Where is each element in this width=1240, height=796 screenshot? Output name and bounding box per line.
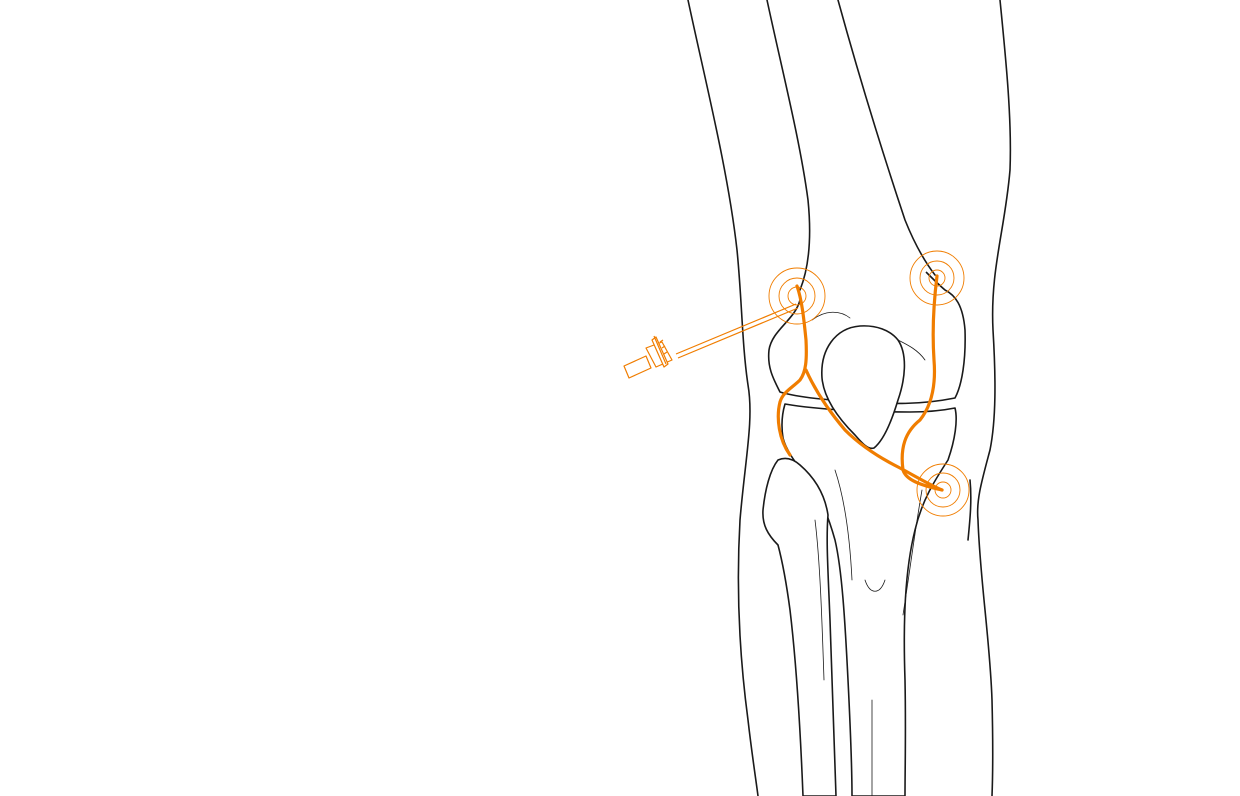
needle-wing [653, 335, 668, 365]
fibula-head [762, 457, 837, 796]
leg-inner-crease-left [766, 0, 811, 291]
skin-fold-right [967, 479, 972, 541]
tibia-interior-line [834, 469, 853, 581]
superolateral-genicular-nerve [900, 274, 944, 492]
fibula-detail [814, 519, 825, 681]
superomedial-genicular-nerve [776, 284, 808, 457]
femur-condyle-detail [811, 311, 851, 321]
needle-shaft [675, 303, 799, 359]
target-ring-superomedial [768, 267, 826, 325]
leg-outline-right [976, 0, 1012, 796]
leg-inner-crease-right [837, 0, 936, 276]
needle-icon [623, 303, 799, 379]
target-ring-inferomedial [916, 463, 970, 517]
tibia-interior-line-right [902, 489, 923, 616]
leg-outline-left [687, 0, 759, 796]
patella [821, 325, 906, 450]
femur-condyle-detail-right [897, 339, 926, 361]
target-ring-superolateral [909, 250, 965, 306]
tibial-tuberosity [864, 579, 886, 592]
needle-cap [623, 355, 652, 379]
leg-outline [687, 0, 1012, 796]
fibula [762, 457, 837, 796]
